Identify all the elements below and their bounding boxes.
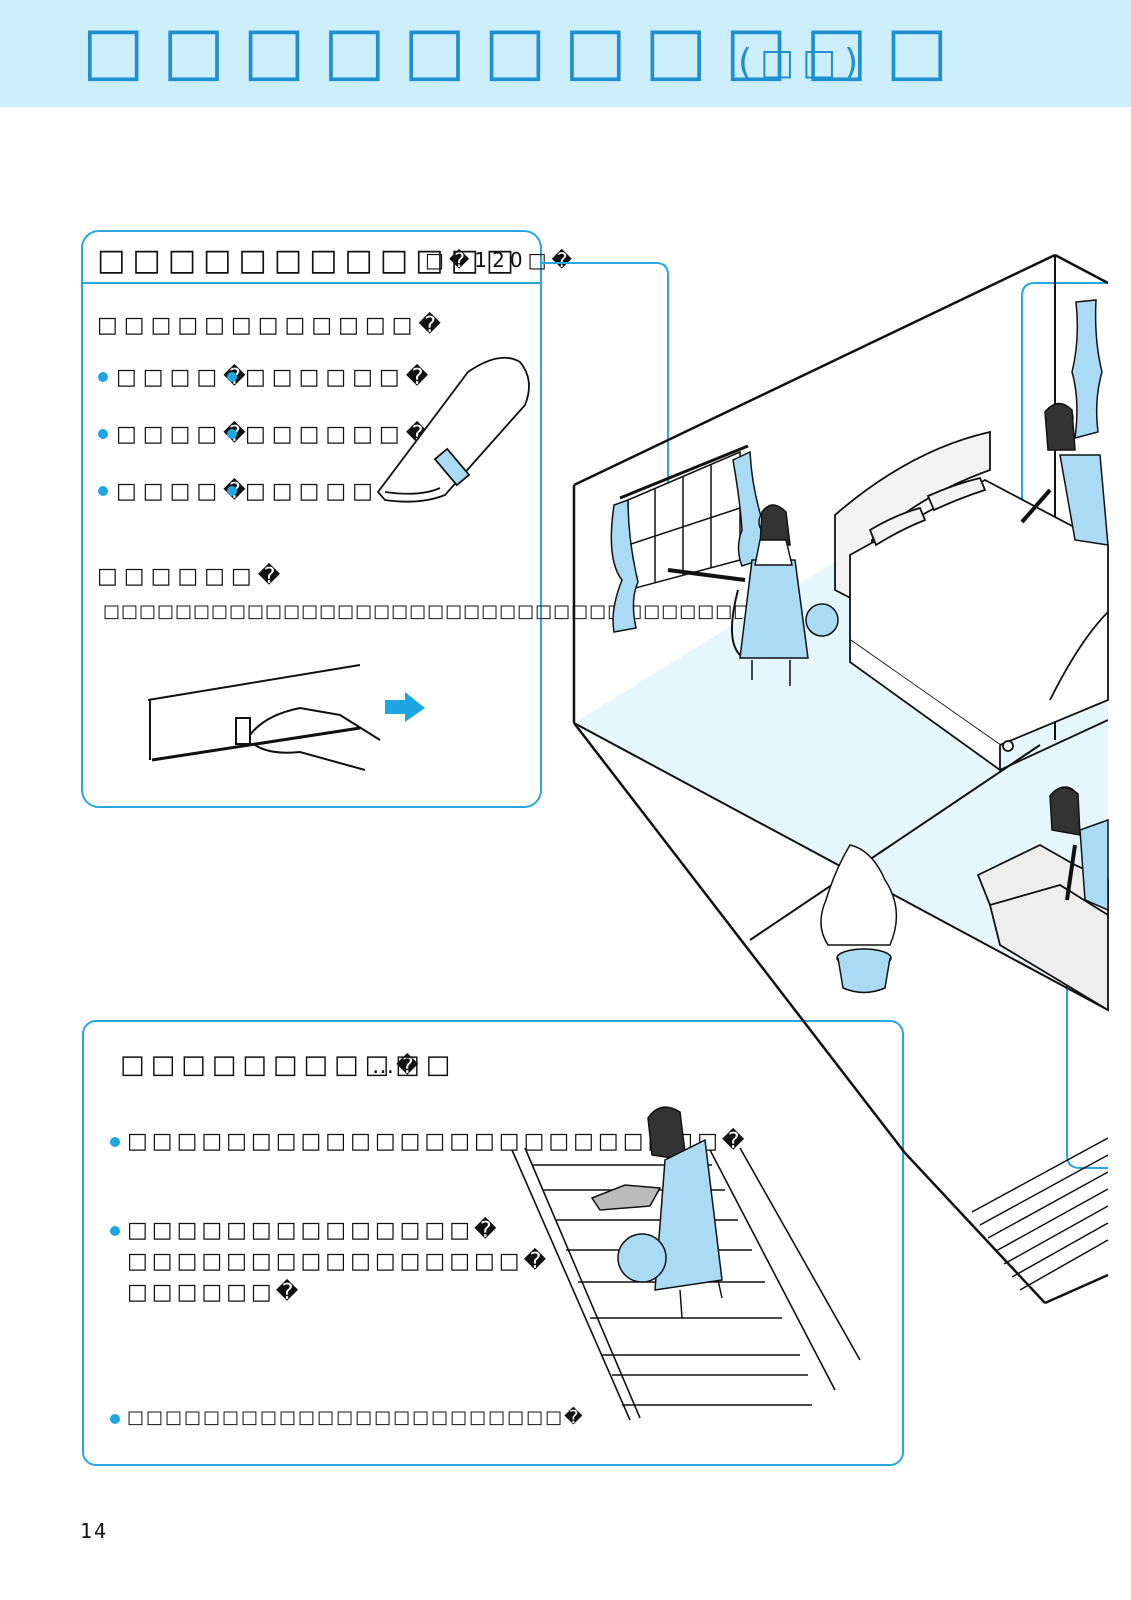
window-illustration [619,444,749,591]
person-window [667,504,839,686]
bullet-dot [110,1137,120,1147]
person-sofa [1049,786,1109,912]
person-bed [1020,402,1109,546]
curtains [610,299,1103,633]
person-stairs [590,1106,723,1319]
list-item: □□□□□□� [245,365,435,390]
section2-bullet1: □□□□□□□□□□□□□□□□□□□□□□□□� [127,1129,749,1154]
list-item: □□□□□� [245,479,408,504]
bullet-dot [110,1414,120,1424]
page-number: 14 [80,1519,109,1543]
header-band [0,0,1131,107]
crevice-nozzle-illustration [376,356,530,503]
section1-title-ref: □�120□� [425,248,577,272]
bullet-dot [110,1226,120,1236]
list-item: □□□□� [116,479,252,504]
bullet-dot [98,429,108,439]
section2-bullet2-line: □□□□□□□□□□□□□□□□� [127,1249,551,1274]
section1-divider [83,282,540,284]
section2-bullet2-line: □□□□□□□□□□□□□□� [127,1218,501,1243]
section2-title-tail: …� [372,1054,421,1079]
bullet-dot [227,486,237,496]
page-title: □□□□□□□□□□□ [82,12,966,89]
bullet-dot [227,372,237,382]
page-title-suffix: (□□) [738,42,867,83]
bullet-dot [98,486,108,496]
section-stairs [82,1020,904,1466]
bullet-dot [98,372,108,382]
section-crevice-tool [81,230,542,808]
section2-title: □□□□□□□□□□□ [120,1050,457,1080]
bullet-dot [227,429,237,439]
plant-illustration [820,844,898,994]
section2-footer-note: □□□□□□□□□□□□□□□□□□□□□□□� [127,1407,585,1428]
list-item: □□□□� [116,365,252,390]
section1-intro: □□□□□□□□□□□□� [97,313,447,338]
list-item: □□□□□□� [245,422,435,447]
bed-illustration [834,430,1109,772]
section1-title: □□□□□□□□□□□□ [97,243,522,278]
section1-subhead: □□□□□□� [97,564,287,589]
section2-bullet2-line: □□□□□□� [127,1280,303,1305]
hand-pull-illustration [147,664,425,771]
list-item: □□□□� [116,422,252,447]
sofa-illustration [976,843,1109,1012]
callout-lines [542,262,1108,1169]
